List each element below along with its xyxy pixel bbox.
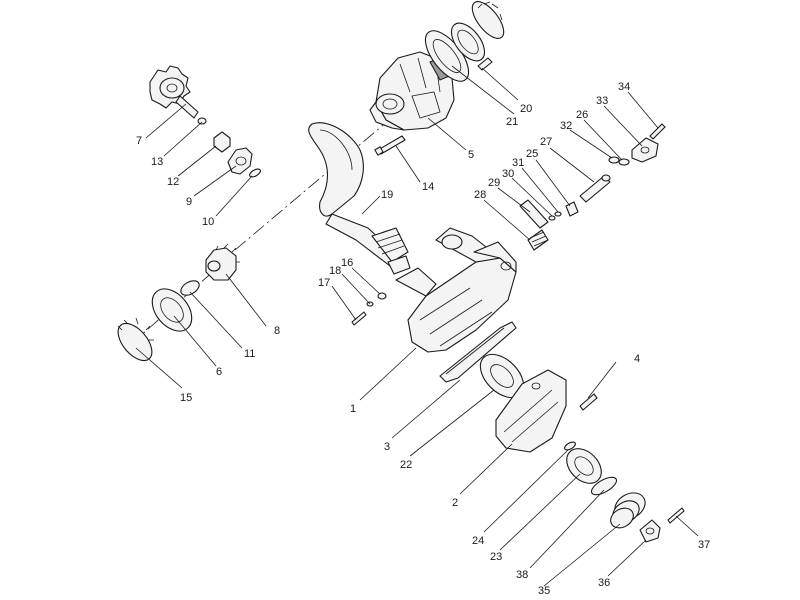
callout-7: 7	[136, 135, 142, 147]
callout-32: 32	[560, 120, 572, 132]
part-33-cap	[631, 137, 659, 163]
part-26-oring	[618, 158, 630, 166]
part-1-main-body	[395, 227, 517, 353]
callout-27: 27	[540, 136, 552, 148]
callout-25: 25	[526, 148, 538, 160]
part-9-bevel-gear	[227, 147, 253, 175]
part-8-pinion-gear	[205, 243, 240, 281]
part-31-ring	[554, 211, 562, 217]
centerline-upper	[234, 114, 396, 251]
part-12-spacer	[213, 131, 231, 153]
part-19-handle-shaft	[308, 122, 411, 275]
part-35-bellows	[610, 492, 646, 529]
callout-24: 24	[472, 535, 484, 547]
callout-28: 28	[474, 189, 486, 201]
callout-22: 22	[400, 459, 412, 471]
callout-16: 16	[341, 257, 353, 269]
callout-31: 31	[512, 157, 524, 169]
part-30-washer	[548, 215, 556, 221]
part-10-washer	[249, 168, 261, 178]
part-37-pin	[667, 507, 685, 524]
callout-21: 21	[506, 116, 518, 128]
callout-9: 9	[186, 196, 192, 208]
part-20-pin	[477, 57, 493, 71]
callout-29: 29	[488, 177, 500, 189]
callout-33: 33	[596, 95, 608, 107]
callout-34: 34	[618, 81, 630, 93]
callout-12: 12	[167, 176, 179, 188]
part-2-lower-housing	[495, 369, 567, 453]
part-38-ring	[590, 476, 618, 496]
part-15-gear-ring	[117, 317, 154, 362]
part-24-ring	[564, 441, 576, 451]
callout-18: 18	[329, 265, 341, 277]
callout-14: 14	[422, 181, 434, 193]
callout-35: 35	[538, 585, 550, 597]
part-3-gasket	[439, 321, 517, 383]
callout-15: 15	[180, 392, 192, 404]
callout-36: 36	[598, 577, 610, 589]
part-top-gear-ring	[471, 1, 505, 39]
callout-30: 30	[502, 168, 514, 180]
callout-10: 10	[202, 216, 214, 228]
callout-19: 19	[381, 189, 393, 201]
part-23-bearing	[566, 448, 602, 484]
leader-lines	[135, 65, 699, 587]
callout-17: 17	[318, 277, 330, 289]
callout-23: 23	[490, 551, 502, 563]
callout-1: 1	[350, 403, 356, 415]
part-32-oring	[608, 156, 620, 164]
part-29-lever	[519, 199, 549, 229]
callout-2: 2	[452, 497, 458, 509]
part-17-screw	[351, 311, 367, 326]
callout-4: 4	[634, 353, 640, 365]
callout-13: 13	[151, 156, 163, 168]
part-20-bearing	[450, 22, 486, 62]
part-7-pinion-gear	[149, 65, 199, 119]
part-11-snap-ring	[180, 280, 200, 296]
callout-38: 38	[516, 569, 528, 581]
part-27-shaft	[579, 174, 611, 203]
part-14-bolt	[374, 135, 406, 156]
callout-20: 20	[520, 103, 532, 115]
callout-8: 8	[274, 325, 280, 337]
part-6-bearing	[151, 288, 193, 332]
part-36-end-cap	[639, 519, 661, 543]
part-13-ring	[197, 117, 207, 125]
callout-26: 26	[576, 109, 588, 121]
part-16-ring	[377, 292, 387, 300]
callout-11: 11	[244, 348, 255, 360]
callout-labels: 7 13 12 9 10 5 14 20 21 19 8 11 6 15 16 …	[136, 81, 710, 597]
callout-5: 5	[468, 149, 474, 161]
callout-3: 3	[384, 441, 390, 453]
callout-37: 37	[698, 539, 710, 551]
part-28-spring	[527, 229, 549, 251]
callout-6: 6	[216, 366, 222, 378]
part-4-screw	[579, 393, 598, 411]
part-34-screw	[649, 123, 666, 140]
part-25-block	[565, 201, 579, 217]
